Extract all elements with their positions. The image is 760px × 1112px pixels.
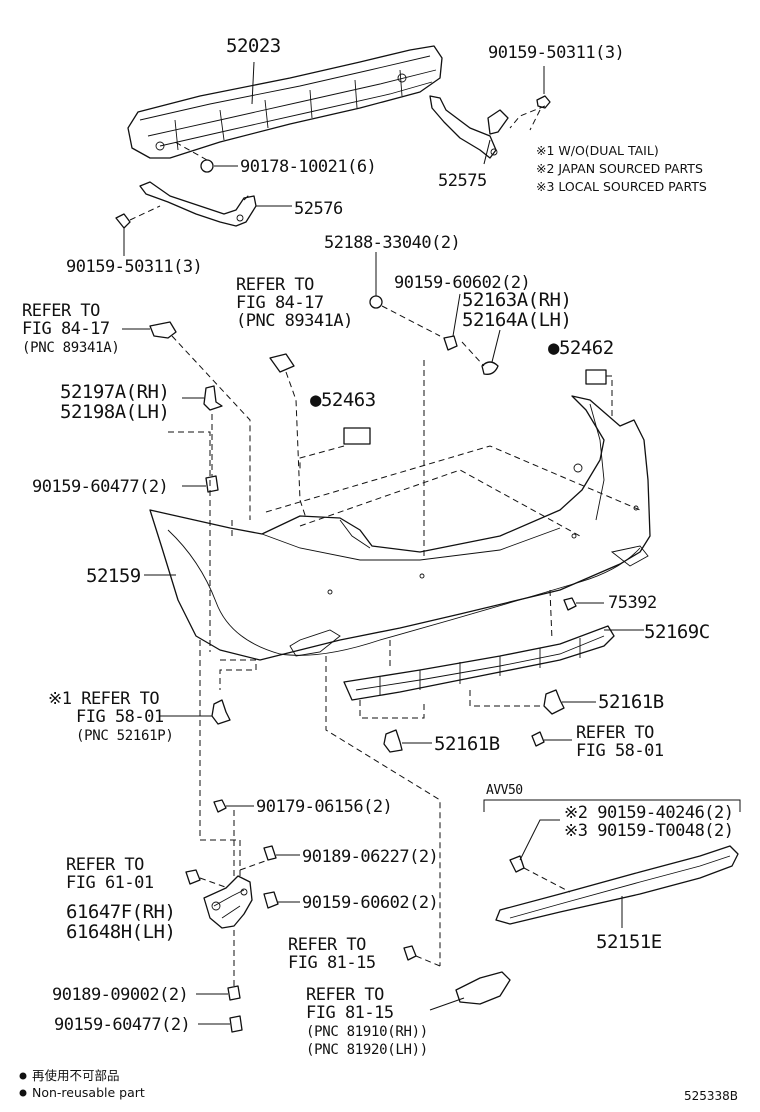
clip-52188-drawing bbox=[369, 252, 441, 337]
leader-lines bbox=[123, 61, 614, 631]
label-90159-40246: ※2 90159-40246(2) bbox=[564, 803, 734, 823]
label-90159-60602-top: 90159-60602(2) bbox=[394, 273, 530, 293]
refer-fig-58-01-left: FIG 58-01 bbox=[76, 707, 164, 727]
screw-90159-60602-b-drawing bbox=[263, 891, 300, 909]
clip-52161p-drawing bbox=[160, 699, 231, 725]
label-52576: 52576 bbox=[294, 199, 343, 219]
label-52575: 52575 bbox=[438, 171, 487, 191]
label-52463: ●52463 bbox=[310, 389, 376, 411]
label-90189-06227: 90189-06227(2) bbox=[302, 847, 438, 867]
refer-to-label: REFER TO bbox=[22, 301, 100, 321]
sensor-89341a-mid-drawing bbox=[269, 353, 331, 591]
clip-52161b-b-drawing bbox=[383, 729, 432, 753]
label-52163a: 52163A(RH) bbox=[462, 289, 571, 311]
refer-to-label: REFER TO bbox=[576, 723, 654, 743]
label-90159-50311-top: 90159-50311(3) bbox=[488, 43, 624, 63]
reflector-81910-drawing bbox=[429, 971, 511, 1011]
label-75392: 75392 bbox=[608, 593, 657, 613]
label-52161b-right: 52161B bbox=[598, 691, 664, 713]
label-90159-60477-bottom: 90159-60477(2) bbox=[54, 1015, 190, 1035]
refer-to-label: ※1 REFER TO bbox=[48, 689, 159, 709]
screw-90159-60602-a-drawing bbox=[443, 293, 461, 351]
refer-to-label: REFER TO bbox=[236, 275, 314, 295]
avv50-bracket-line bbox=[483, 799, 741, 812]
molding-52151e-drawing bbox=[495, 819, 739, 928]
label-52161b-center: 52161B bbox=[434, 733, 500, 755]
refer-pnc-52161p: (PNC 52161P) bbox=[76, 728, 174, 744]
label-90159-50311-left: 90159-50311(3) bbox=[66, 257, 202, 277]
figure-id: 525338B bbox=[684, 1089, 738, 1103]
refer-to-label: REFER TO bbox=[306, 985, 384, 1005]
retainer-52197-drawing bbox=[182, 385, 223, 411]
refer-fig-81-15-a: FIG 81-15 bbox=[288, 953, 376, 973]
clip-75392-drawing bbox=[563, 597, 604, 611]
bumper-cover-52159-drawing bbox=[149, 360, 651, 661]
screw-90159-60477-b-drawing bbox=[198, 1015, 243, 1033]
note-2: ※2 JAPAN SOURCED PARTS bbox=[536, 161, 703, 176]
label-52198a: 52198A(LH) bbox=[60, 401, 169, 423]
refer-fig-84-17-left: FIG 84-17 bbox=[22, 319, 110, 339]
cover-52163-drawing bbox=[461, 329, 501, 375]
label-52159: 52159 bbox=[86, 565, 141, 587]
refer-fig-84-17-mid: FIG 84-17 bbox=[236, 293, 324, 313]
label-90159-60477-top: 90159-60477(2) bbox=[32, 477, 168, 497]
refer-pnc-81920: (PNC 81920(LH)) bbox=[306, 1042, 428, 1058]
screw-90179-drawing bbox=[213, 799, 254, 813]
refer-to-label: REFER TO bbox=[66, 855, 144, 875]
refer-pnc-89341a-mid: (PNC 89341A) bbox=[236, 311, 353, 331]
bracket-52575-drawing bbox=[429, 95, 551, 159]
legend-dot-icon bbox=[19, 1072, 27, 1080]
screw-81-15-drawing bbox=[403, 945, 441, 967]
label-90179-06156: 90179-06156(2) bbox=[256, 797, 392, 817]
refer-pnc-89341a-left: (PNC 89341A) bbox=[22, 340, 120, 356]
legend-dot-icon bbox=[19, 1089, 27, 1097]
bracket-61647f-drawing bbox=[185, 859, 269, 929]
bracket-52576-drawing bbox=[115, 181, 257, 229]
guide-lines-lower bbox=[168, 431, 553, 990]
label-90178-10021: 90178-10021(6) bbox=[240, 157, 376, 177]
pad-52463-drawing bbox=[299, 427, 371, 470]
legend-jp: 再使用不可部品 bbox=[32, 1068, 120, 1083]
note-3: ※3 LOCAL SOURCED PARTS bbox=[536, 179, 707, 194]
legend-en: Non-reusable part bbox=[32, 1085, 145, 1100]
label-52151e: 52151E bbox=[596, 931, 662, 953]
label-52164a: 52164A(LH) bbox=[462, 309, 571, 331]
label-90159-t0048: ※3 90159-T0048(2) bbox=[564, 821, 734, 841]
label-61648h: 61648H(LH) bbox=[66, 921, 175, 943]
refer-fig-81-15-b: FIG 81-15 bbox=[306, 1003, 394, 1023]
note-1: ※1 W/O(DUAL TAIL) bbox=[536, 143, 659, 158]
label-61647f: 61647F(RH) bbox=[66, 901, 175, 923]
label-52169c: 52169C bbox=[644, 621, 710, 643]
screw-58-01-drawing bbox=[531, 731, 572, 747]
refer-to-label: REFER TO bbox=[288, 935, 366, 955]
nut-90189-06227-drawing bbox=[263, 845, 300, 861]
label-52462: ●52462 bbox=[548, 337, 614, 359]
sensor-89341a-left-drawing bbox=[122, 321, 251, 520]
refer-pnc-81910: (PNC 81910(RH)) bbox=[306, 1024, 428, 1040]
refer-fig-61-01: FIG 61-01 bbox=[66, 873, 154, 893]
label-avv50: AVV50 bbox=[486, 783, 523, 798]
nut-90178-10021-drawing bbox=[174, 141, 214, 173]
refer-fig-58-01-right: FIG 58-01 bbox=[576, 741, 664, 761]
nut-90189-09002-drawing bbox=[196, 985, 241, 1001]
label-52023: 52023 bbox=[226, 35, 281, 57]
label-90159-60602-bottom: 90159-60602(2) bbox=[302, 893, 438, 913]
label-90189-09002: 90189-09002(2) bbox=[52, 985, 188, 1005]
screw-90159-60477-a-drawing bbox=[182, 414, 219, 493]
label-52197a: 52197A(RH) bbox=[60, 381, 169, 403]
label-52188-33040: 52188-33040(2) bbox=[324, 233, 460, 253]
clip-52161b-a-drawing bbox=[543, 689, 596, 715]
reinforcement-52023-drawing bbox=[127, 45, 443, 159]
pad-52462-drawing bbox=[585, 369, 613, 470]
